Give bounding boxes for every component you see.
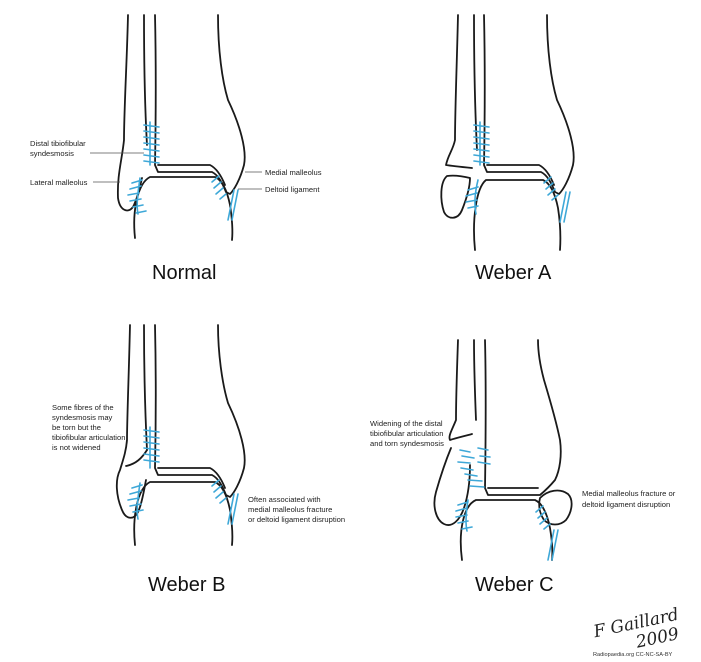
- fibula-outline: [116, 14, 148, 212]
- deltoid-ligament: [211, 175, 239, 221]
- panel-weber-a: Weber A: [440, 14, 575, 284]
- fibula-fracture-line: [125, 449, 148, 467]
- panel-title-weber-a: Weber A: [475, 262, 552, 284]
- note-weber-c-right: Medial malleolus fracture or deltoid lig…: [582, 489, 676, 509]
- panel-weber-b: Weber B Some fibres of the syndesmosis m…: [52, 324, 345, 596]
- deltoid-ligament: [535, 505, 559, 561]
- note-line: and torn syndesmosis: [370, 439, 444, 448]
- panel-weber-c: Weber C Widening of the distal tibiofibu…: [370, 339, 676, 596]
- lateral-ligament: [455, 499, 473, 532]
- note-line: be torn but the: [52, 423, 101, 432]
- deltoid-ligament: [543, 176, 571, 223]
- note-line: syndesmosis may: [52, 413, 113, 422]
- label-syndesmosis-line1: Distal tibiofibular: [30, 139, 86, 148]
- syndesmosis-ligament: [143, 426, 160, 469]
- fibula-outline: [433, 339, 477, 526]
- deltoid-ligament: [211, 479, 239, 525]
- fibula-outline: [440, 14, 478, 219]
- note-line: Widening of the distal: [370, 419, 443, 428]
- torn-syndesmosis: [457, 447, 491, 488]
- talus-outline: [133, 176, 234, 241]
- author-signature: F Gaillard 2009: [591, 605, 681, 653]
- lateral-ligament: [127, 482, 144, 520]
- talus-outline: [133, 481, 234, 546]
- credit-text: Radiopaedia.org CC-NC-SA-BY: [593, 652, 673, 658]
- label-deltoid-ligament: Deltoid ligament: [265, 185, 320, 194]
- medial-malleolus-fragment: [538, 489, 573, 526]
- label-lateral-malleolus: Lateral malleolus: [30, 178, 88, 187]
- note-line: Some fibres of the: [52, 403, 114, 412]
- note-line: is not widened: [52, 443, 101, 452]
- label-syndesmosis-line2: syndesmosis: [30, 149, 74, 158]
- panel-title-weber-b: Weber B: [148, 574, 225, 596]
- note-weber-b-right: Often associated with medial malleolus f…: [248, 495, 345, 524]
- tibia-outline: [484, 339, 562, 496]
- lateral-ligament: [127, 177, 147, 215]
- fibula-distal-fragment: [433, 447, 471, 526]
- note-line: or deltoid ligament disruption: [248, 515, 345, 524]
- panel-title-normal: Normal: [152, 262, 216, 284]
- note-line: tibiofibular articulation: [52, 433, 125, 442]
- note-line: Often associated with: [248, 495, 321, 504]
- tibia-outline: [154, 324, 246, 498]
- talus-outline: [473, 179, 562, 251]
- note-line: medial malleolus fracture: [248, 505, 332, 514]
- note-line: deltoid ligament disruption: [582, 500, 670, 509]
- fibula-fracture-fragment: [440, 174, 471, 219]
- tibia-outline: [154, 14, 246, 195]
- label-medial-malleolus: Medial malleolus: [265, 168, 322, 177]
- tibia-outline: [483, 14, 575, 195]
- panel-normal: Normal Distal tibiofibular syndesmosis L…: [30, 14, 322, 284]
- note-weber-c-left: Widening of the distal tibiofibular arti…: [370, 419, 444, 448]
- panel-title-weber-c: Weber C: [475, 574, 554, 596]
- note-line: Medial malleolus fracture or: [582, 489, 676, 498]
- lateral-ligament: [465, 179, 479, 215]
- note-weber-b-left: Some fibres of the syndesmosis may be to…: [52, 403, 125, 452]
- syndesmosis-ligament: [473, 121, 490, 166]
- syndesmosis-ligament: [143, 121, 160, 166]
- note-line: tibiofibular articulation: [370, 429, 443, 438]
